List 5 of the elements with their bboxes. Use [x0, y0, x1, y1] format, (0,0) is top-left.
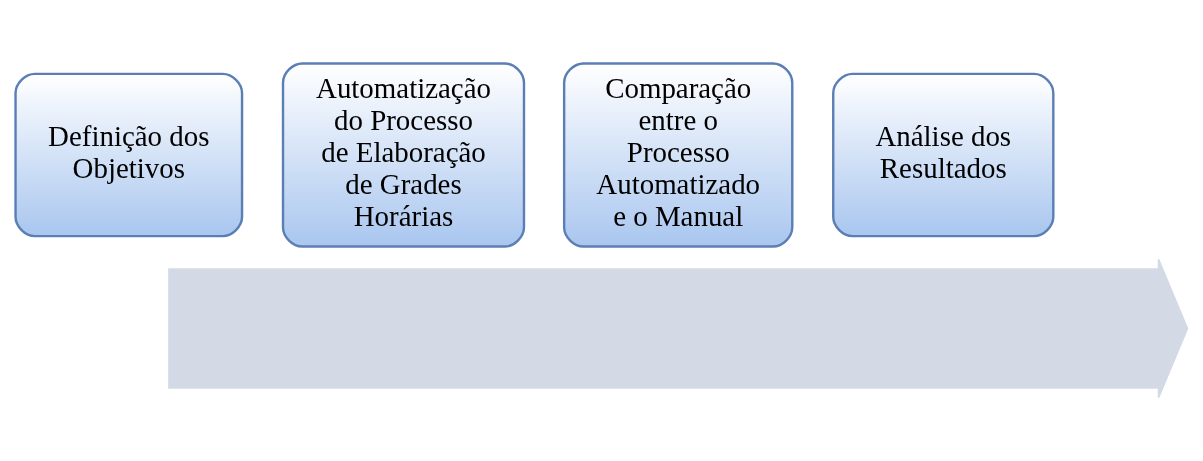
node-box: Análise dos Resultados	[832, 72, 1055, 238]
node-arrow	[168, 258, 1189, 399]
node-box: Definição dos Objetivos	[14, 72, 244, 238]
node-box: Comparação entre o Processo Automatizado e o Manual	[562, 62, 794, 248]
node-box: Automatização do Processo de Elaboração de Grades Horárias	[281, 62, 526, 248]
